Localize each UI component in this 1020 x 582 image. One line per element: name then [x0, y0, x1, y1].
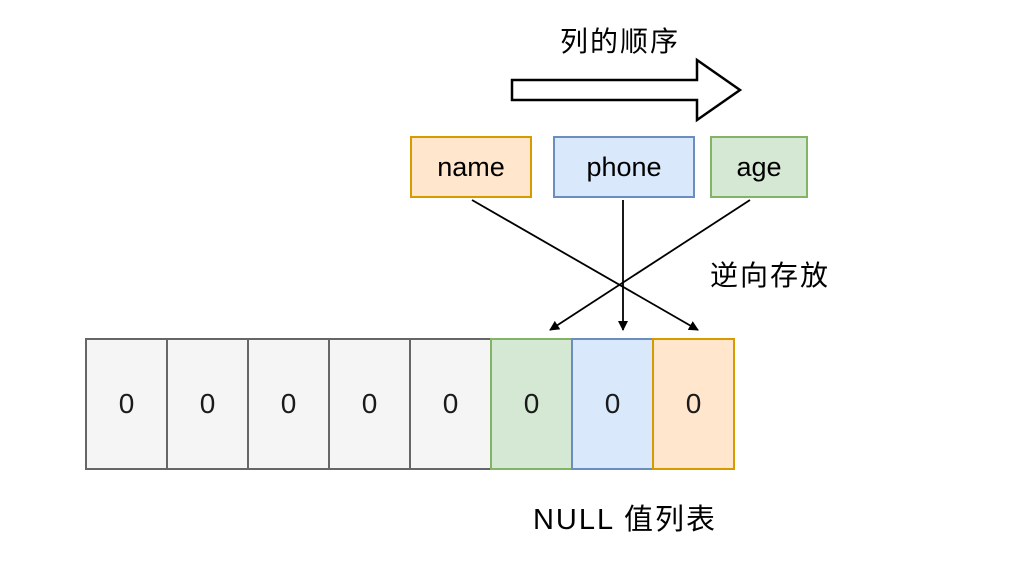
null-bitmap-cell: 0 [85, 338, 168, 470]
column-order-label: 列的顺序 [559, 26, 680, 57]
null-bitmap-cell-age: 0 [490, 338, 573, 470]
null-list-caption: NULL 值列表 [532, 504, 718, 536]
null-bitmap-row: 0 0 0 0 0 0 0 0 [85, 338, 735, 470]
null-bitmap-cell: 0 [247, 338, 330, 470]
reverse-storage-label: 逆向存放 [710, 260, 831, 291]
right-arrow-icon [510, 57, 743, 123]
column-label-phone: phone [586, 151, 662, 182]
cell-value: 0 [604, 388, 621, 419]
null-bitmap-cell: 0 [166, 338, 249, 470]
column-box-age: age [710, 136, 808, 198]
connector-name-to-cell [471, 199, 699, 331]
cell-value: 0 [442, 388, 459, 419]
cell-value: 0 [361, 388, 378, 419]
column-box-phone: phone [553, 136, 695, 198]
cell-value: 0 [118, 388, 135, 419]
null-bitmap-cell-name: 0 [652, 338, 735, 470]
column-box-name: name [410, 136, 532, 198]
cell-value: 0 [685, 388, 702, 419]
cell-value: 0 [199, 388, 216, 419]
null-bitmap-cell: 0 [409, 338, 492, 470]
cell-value: 0 [280, 388, 297, 419]
cell-value: 0 [523, 388, 540, 419]
null-bitmap-cell: 0 [328, 338, 411, 470]
column-label-age: age [736, 151, 782, 182]
null-bitmap-cell-phone: 0 [571, 338, 654, 470]
column-label-name: name [437, 151, 505, 182]
